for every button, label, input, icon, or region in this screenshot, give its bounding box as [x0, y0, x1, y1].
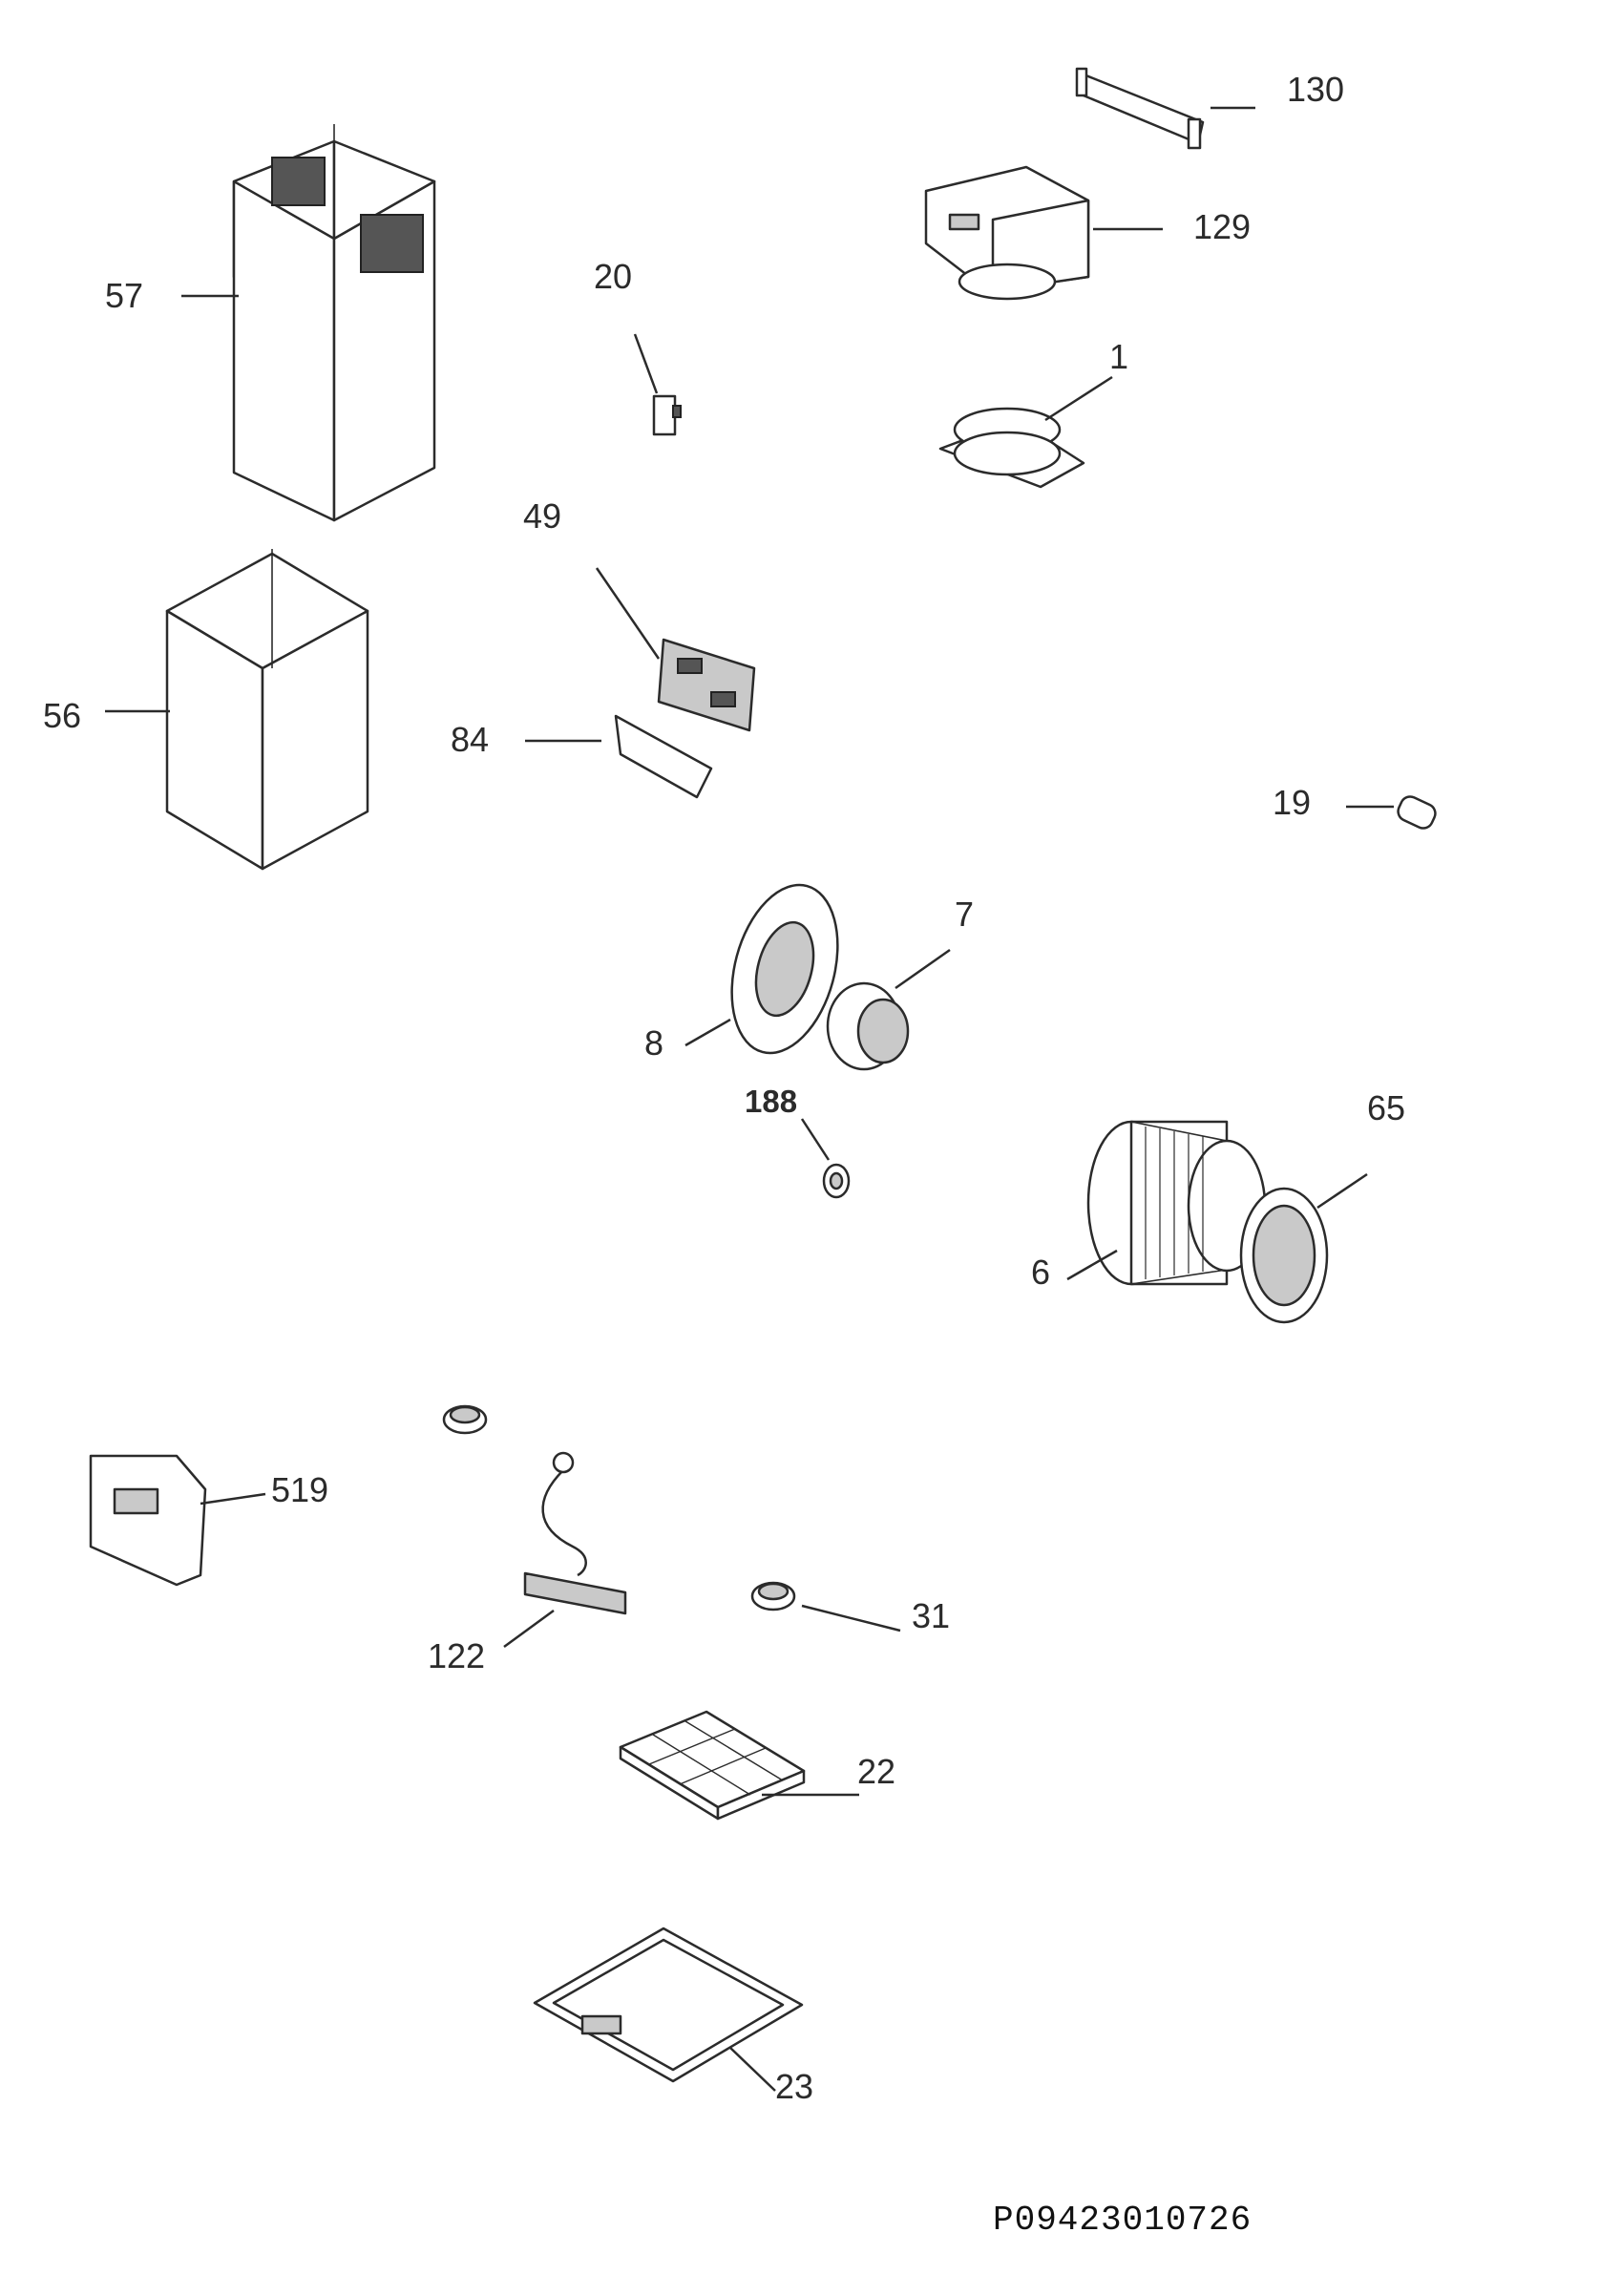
leader-7 — [895, 948, 951, 990]
leader-49 — [595, 567, 661, 660]
callout-23: 23 — [775, 2067, 814, 2106]
part-1-collar — [938, 407, 1085, 489]
part-19-lamp — [1397, 795, 1437, 830]
leader-8 — [684, 1018, 731, 1047]
part-22-carbon-filter — [619, 1710, 806, 1821]
callout-20: 20 — [594, 257, 633, 296]
callout-122: 122 — [428, 1636, 486, 1675]
callout-84: 84 — [451, 720, 490, 759]
callout-129: 129 — [1193, 207, 1252, 246]
document-number: P09423010726 — [993, 2201, 1253, 2240]
part-130-bracket — [1075, 67, 1205, 150]
leader-6 — [1066, 1249, 1118, 1281]
callout-130: 130 — [1287, 70, 1345, 109]
leader-31 — [801, 1604, 901, 1632]
part-7-motor — [826, 981, 910, 1071]
leader-20 — [633, 333, 659, 394]
part-519-fixing-bag — [89, 1454, 207, 1587]
part-188-nut — [822, 1163, 851, 1199]
part-65-fan-cover — [1239, 1187, 1329, 1324]
callout-31: 31 — [912, 1596, 951, 1635]
callout-57: 57 — [105, 276, 144, 315]
part-122-led-lamp — [523, 1451, 627, 1615]
part-31-knob-top — [442, 1404, 488, 1435]
part-31-knob — [750, 1581, 796, 1611]
part-129-air-diverter — [924, 165, 1090, 301]
vent-slots-57b — [360, 214, 424, 273]
callout-56: 56 — [43, 696, 82, 735]
leader-1 — [1044, 375, 1113, 422]
leader-519 — [200, 1492, 266, 1506]
part-56-lower-chimney — [165, 549, 369, 871]
callout-6: 6 — [1031, 1253, 1051, 1292]
leader-188 — [800, 1118, 831, 1161]
filter-grid — [648, 1720, 784, 1796]
leader-122 — [503, 1609, 555, 1649]
part-20-switch — [652, 394, 682, 436]
callout-188: 188 — [745, 1084, 798, 1119]
leader-23 — [729, 2047, 776, 2092]
leader-65 — [1316, 1172, 1368, 1210]
callout-519: 519 — [271, 1470, 329, 1509]
part-84-support — [614, 714, 713, 799]
part-8-motor-plate — [730, 883, 839, 1055]
part-49-circuit-board — [657, 638, 756, 732]
fan-blade-lines — [1145, 1127, 1204, 1279]
part-23-grease-filter — [533, 1927, 804, 2083]
callout-8: 8 — [644, 1023, 664, 1063]
callout-1: 1 — [1109, 337, 1129, 376]
callout-49: 49 — [523, 496, 562, 536]
part-57-upper-chimney — [232, 124, 436, 522]
callout-65: 65 — [1367, 1088, 1406, 1127]
vent-slots-57a — [271, 157, 326, 206]
callout-22: 22 — [857, 1752, 896, 1791]
callout-19: 19 — [1273, 783, 1312, 822]
callout-7: 7 — [955, 895, 975, 934]
part-6-fan-wheel — [1086, 1120, 1267, 1286]
